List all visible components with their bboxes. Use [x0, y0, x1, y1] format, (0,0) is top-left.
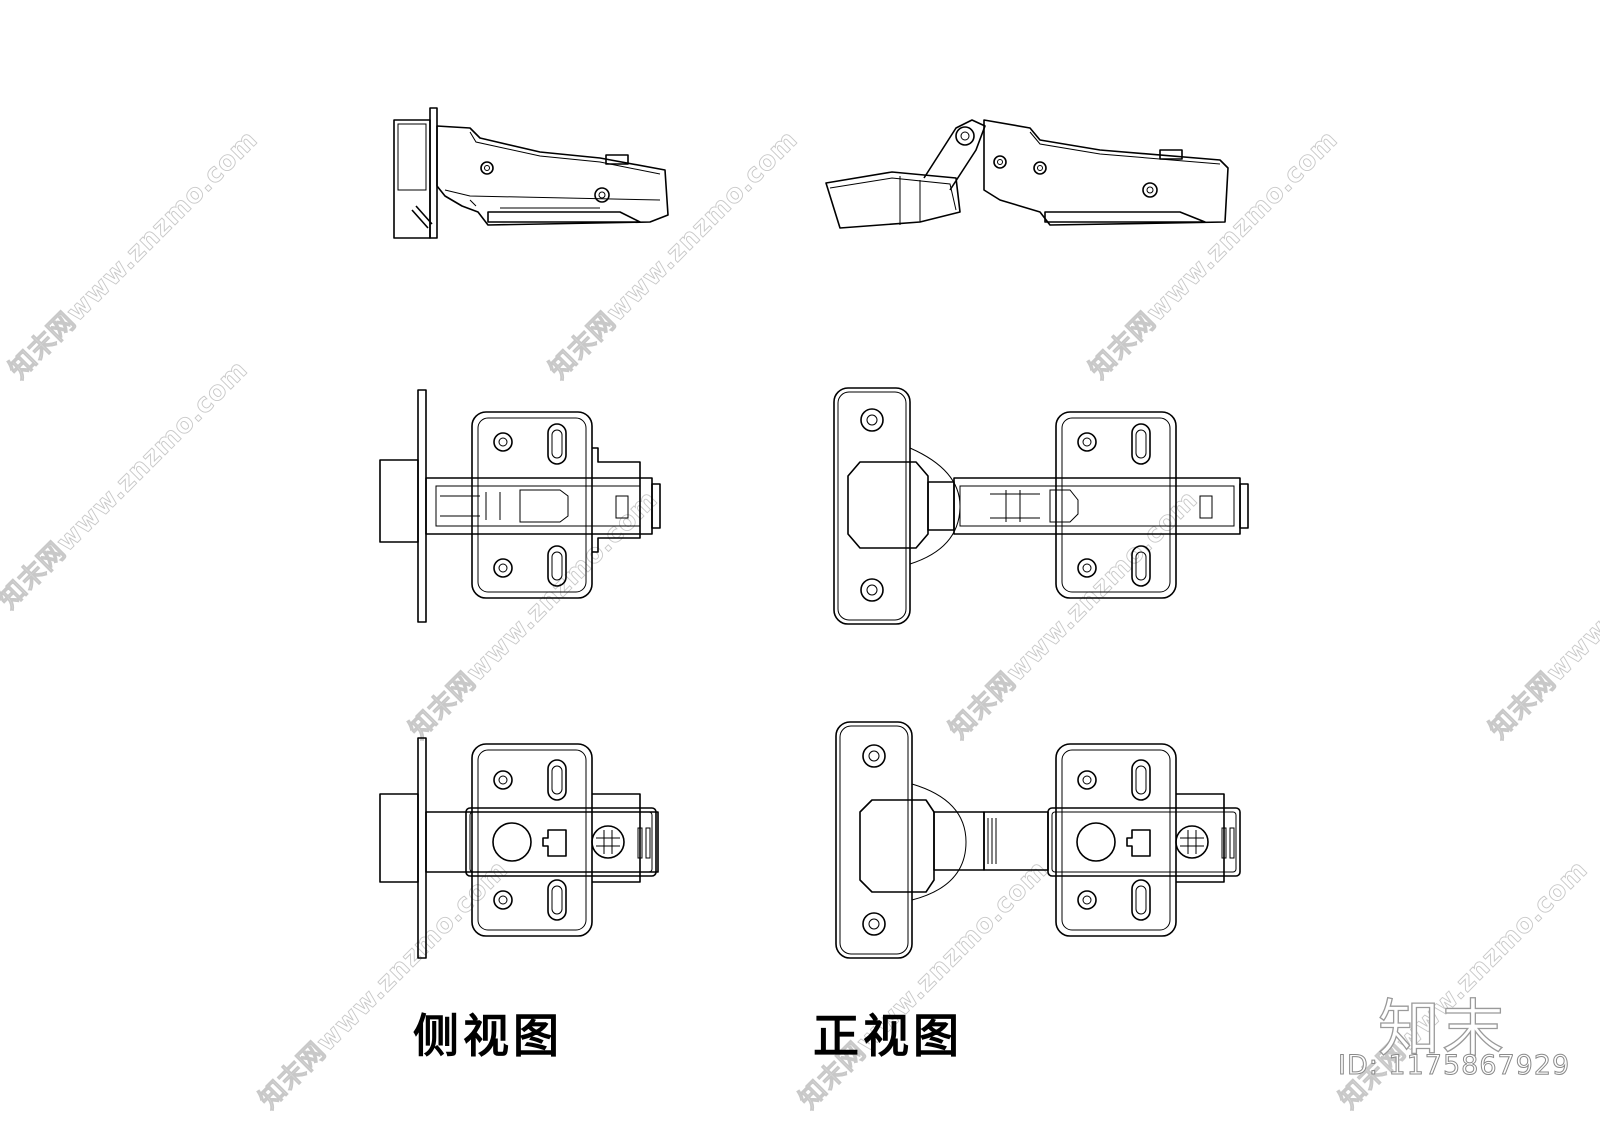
watermark-logo: 知末: [1377, 991, 1507, 1065]
watermark-text: 知末网www.znzmo.com: [944, 485, 1204, 745]
side-view-caption: 侧视图: [413, 1009, 563, 1063]
side-open-view: [825, 119, 1229, 229]
front-bottom-view: [835, 721, 1241, 959]
side-closed-view: [393, 107, 669, 239]
side-top-view: [379, 389, 661, 623]
front-top-view: [833, 387, 1249, 625]
image-id-label: ID: 1175867929: [1337, 1050, 1571, 1082]
watermark-text: 知末网www.znzmo.com: [0, 355, 254, 615]
watermark-text: 知末网www.znzmo.com: [794, 855, 1054, 1115]
watermark-text: 知末网www.znzmo.com: [544, 125, 804, 385]
watermark-layer: 知末网www.znzmo.com 知末网www.znzmo.com 知末网www…: [0, 124, 1600, 1115]
watermark-text: 知末网www.znzmo.com: [1484, 485, 1600, 745]
side-bottom-view: [379, 737, 659, 959]
front-view-caption: 正视图: [813, 1009, 963, 1063]
watermark-text: 知末网www.znzmo.com: [404, 485, 664, 745]
watermark-text: 知末网www.znzmo.com: [254, 855, 514, 1115]
watermark-text: 知末网www.znzmo.com: [4, 125, 264, 385]
